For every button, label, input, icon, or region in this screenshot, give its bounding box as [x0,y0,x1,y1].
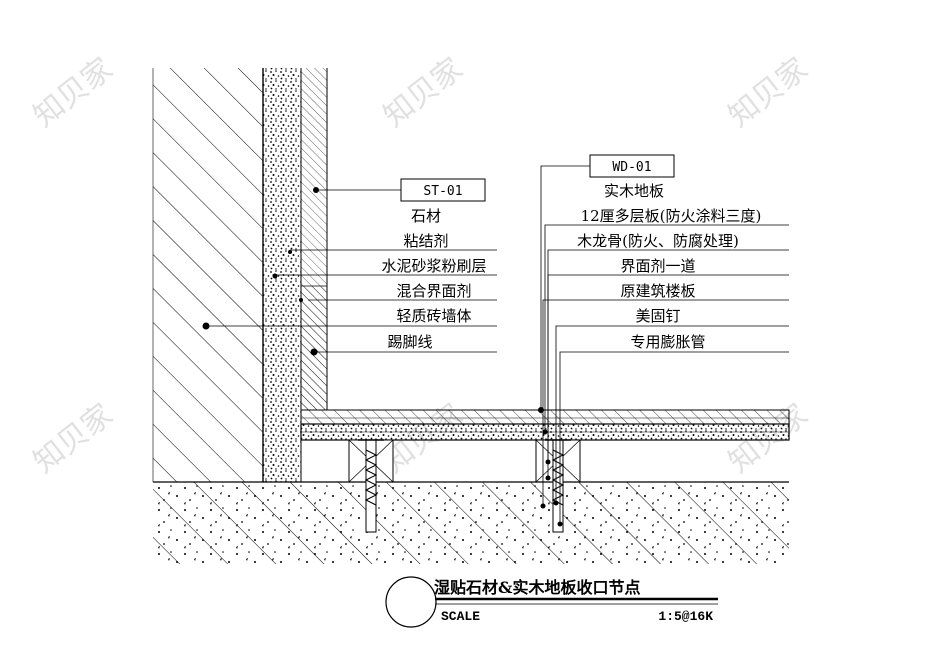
label-adhesive: 粘结剂 [403,232,448,250]
label-nail: 美固钉 [635,307,680,325]
title-block: 湿贴石材&实木地板收口节点 SCALE 1:5@16K [385,576,718,628]
right-callout-labels: 实木地板 12厘多层板(防火涂料三度) 木龙骨(防火、防腐处理) 界面剂一道 原… [577,182,761,351]
label-wood-keel: 木龙骨(防火、防腐处理) [577,232,739,250]
watermark: 知贝家 [27,51,119,134]
label-multilayer-board: 12厘多层板(防火涂料三度) [581,207,762,225]
watermark: 知贝家 [27,397,119,480]
watermark: 知贝家 [377,51,469,134]
scale-label: SCALE [441,609,480,624]
tag-st-01: ST-01 [423,184,462,199]
detail-title: 湿贴石材&实木地板收口节点 [433,578,640,597]
label-wood-floor: 实木地板 [604,182,664,200]
left-leaders [202,187,497,356]
label-baseboard: 踢脚线 [387,333,432,351]
label-stone: 石材 [411,207,441,225]
right-callout-tag: WD-01 [589,154,675,178]
expansion-anchor [358,439,384,533]
label-floor-slab: 原建筑楼板 [620,282,695,300]
label-expansion-tube: 专用膨胀管 [630,333,705,351]
label-brick-wall: 轻质砖墙体 [396,307,471,325]
watermark: 知贝家 [722,51,814,134]
scale-value: 1:5@16K [658,609,713,624]
label-interface-coat: 界面剂一道 [620,257,695,275]
detail-number-circle [385,576,437,628]
tag-wd-01: WD-01 [612,160,651,175]
label-interface-agent: 混合界面剂 [396,282,471,300]
label-mortar-plaster: 水泥砂浆粉刷层 [381,257,486,275]
left-callout-tag: ST-01 [400,178,486,202]
floor-slab [153,481,789,564]
right-leaders [538,165,789,527]
expansion-anchor [545,439,571,533]
left-callout-labels: 石材 粘结剂 水泥砂浆粉刷层 混合界面剂 轻质砖墙体 踢脚线 [381,207,486,351]
brick-wall [152,68,263,482]
baseboard [301,285,327,410]
